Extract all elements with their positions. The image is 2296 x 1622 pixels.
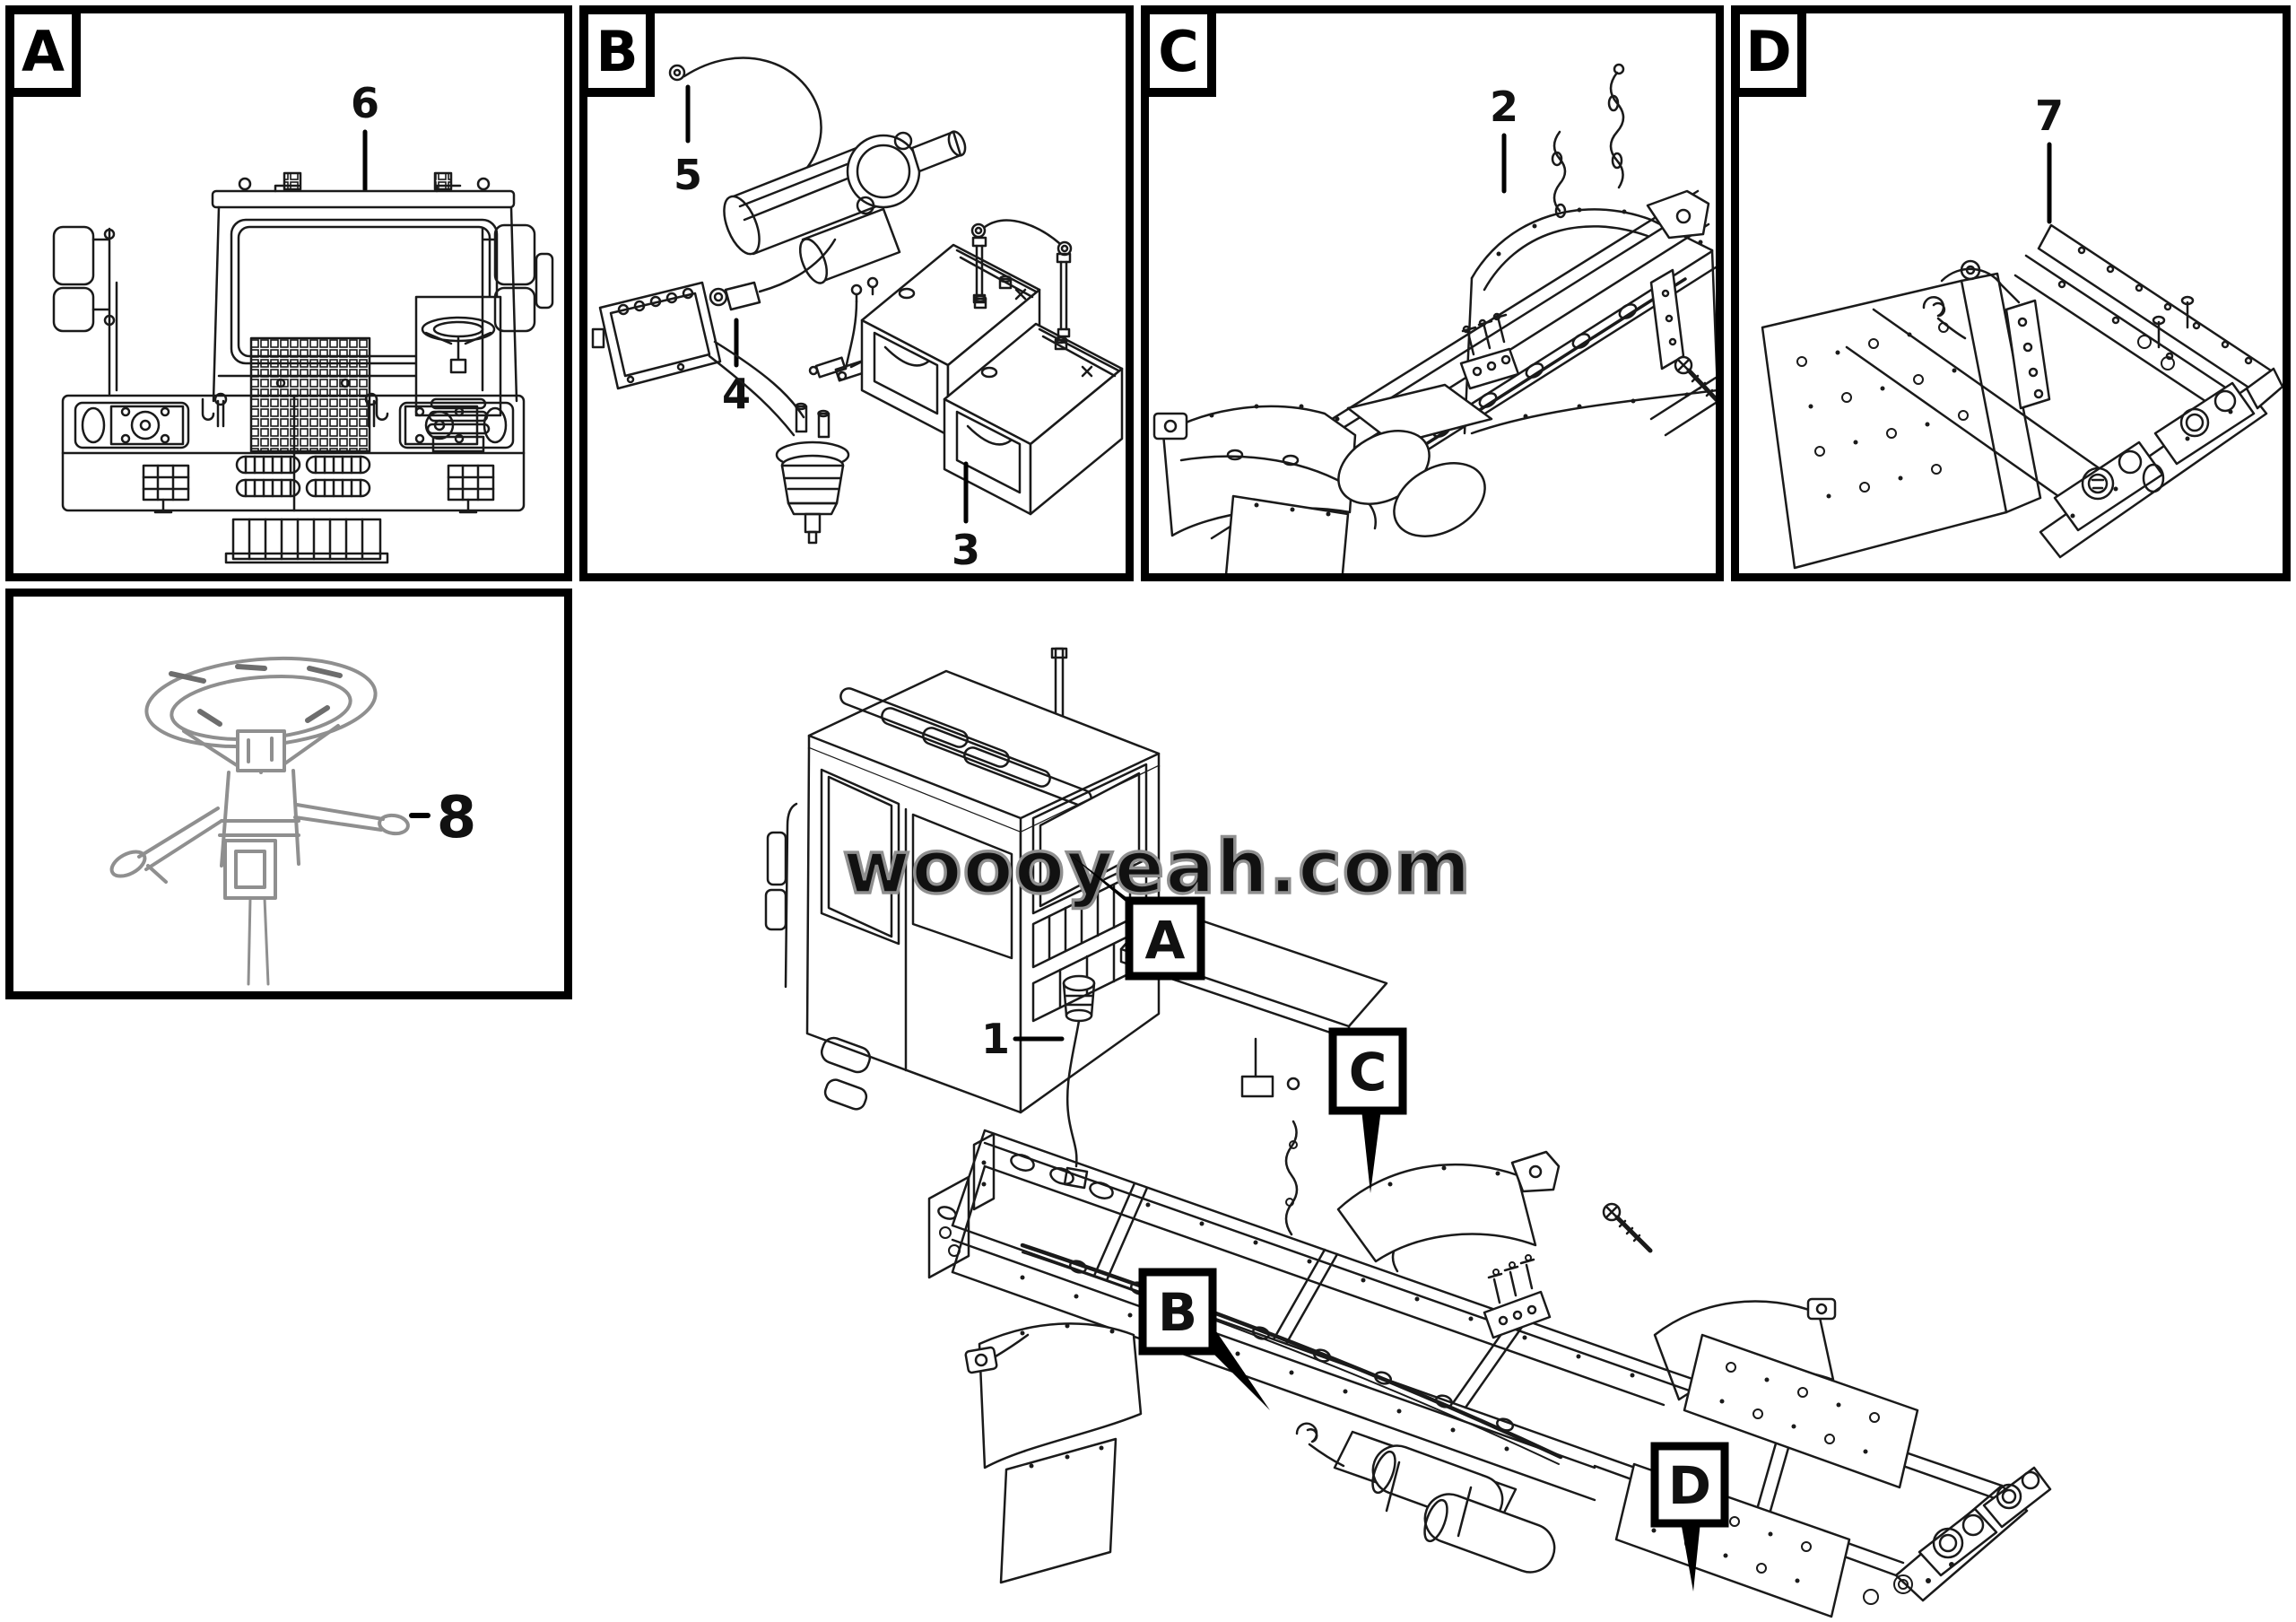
main-label-b-box (1138, 1268, 1217, 1356)
rear-frame-drawing: 7 (1761, 92, 2283, 570)
panel-c-corner-label: C (1141, 5, 1216, 97)
main-overview-drawing: woooyeah.com 1 A B C D (764, 647, 2052, 1618)
callout-6-label: 6 (351, 79, 379, 127)
chassis-harness-drawing: 2 (1152, 63, 1716, 573)
callout-7-label: 7 (2035, 92, 2064, 140)
callout-8-label: 8 (437, 785, 477, 851)
panel-a: A 6 (5, 5, 572, 581)
panel-a-corner-label: A (5, 5, 81, 97)
panel-d-corner-label: D (1731, 5, 1806, 97)
steering-column-drawing: 8 (109, 656, 477, 986)
callout-3-label: 3 (952, 526, 980, 573)
panel-d: D 7 (1731, 5, 2291, 581)
main-label-a-box (1125, 896, 1205, 981)
main-label-d-pointer (1681, 1522, 1700, 1591)
main-label-b-text: B (1158, 1282, 1197, 1343)
main-label-c-box (1328, 1027, 1407, 1115)
main-label-a-text: A (1145, 910, 1186, 971)
watermark-text: woooyeah.com (842, 825, 1471, 911)
panel-b: B 5 (579, 5, 1134, 581)
panel-b-corner-label: B (579, 5, 655, 97)
panel-c: C 2 (1141, 5, 1724, 581)
main-label-c-text: C (1349, 1042, 1387, 1103)
battery-wiring-drawing: 5 (591, 57, 1124, 573)
main-label-d-box (1650, 1442, 1729, 1528)
main-label-c-pointer (1361, 1109, 1381, 1193)
main-label-d-text: D (1668, 1455, 1711, 1516)
callout-2-label: 2 (1490, 83, 1518, 131)
main-label-b-pointer (1205, 1326, 1270, 1410)
callout-5-label: 5 (674, 151, 702, 199)
main-callout-1-label: 1 (981, 1015, 1010, 1063)
panel-steering-column: 8 (5, 589, 572, 999)
truck-front-view-drawing: 6 (52, 79, 554, 564)
